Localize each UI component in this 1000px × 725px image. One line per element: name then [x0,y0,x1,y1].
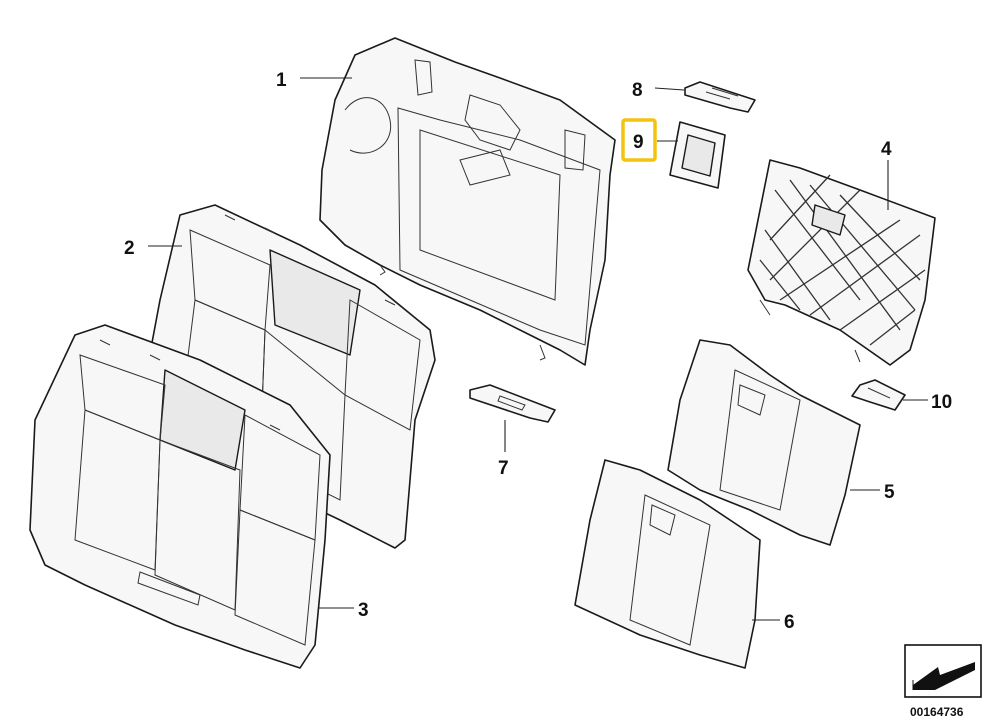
reference-number: 00164736 [910,705,964,719]
part-8-trim-strip[interactable] [684,81,756,113]
part-4-mesh-net-panel[interactable] [747,159,936,366]
part-1-backrest-frame[interactable] [319,37,616,366]
callout-5[interactable]: 5 [884,482,895,503]
callout-10[interactable]: 10 [931,392,952,413]
part-3-backrest-pad[interactable] [29,324,331,669]
callout-1[interactable]: 1 [276,70,287,91]
part-6-lower-cover-flap[interactable] [574,459,761,669]
part-2-backrest-cover[interactable] [144,204,436,549]
callout-7[interactable]: 7 [498,458,509,479]
callout-4[interactable]: 4 [881,139,892,160]
callout-9[interactable]: 9 [633,132,644,153]
part-5-cover-flap[interactable] [667,339,861,546]
callout-8[interactable]: 8 [632,80,643,101]
callout-3[interactable]: 3 [358,600,369,621]
callout-2[interactable]: 2 [124,238,135,259]
callout-6[interactable]: 6 [784,612,795,633]
reference-symbol [904,644,982,698]
callout-9-highlight [621,118,657,162]
part-9-trim-ring[interactable] [669,121,726,189]
part-10-clip[interactable] [851,379,906,411]
part-7-bracket-plate[interactable] [469,384,556,423]
